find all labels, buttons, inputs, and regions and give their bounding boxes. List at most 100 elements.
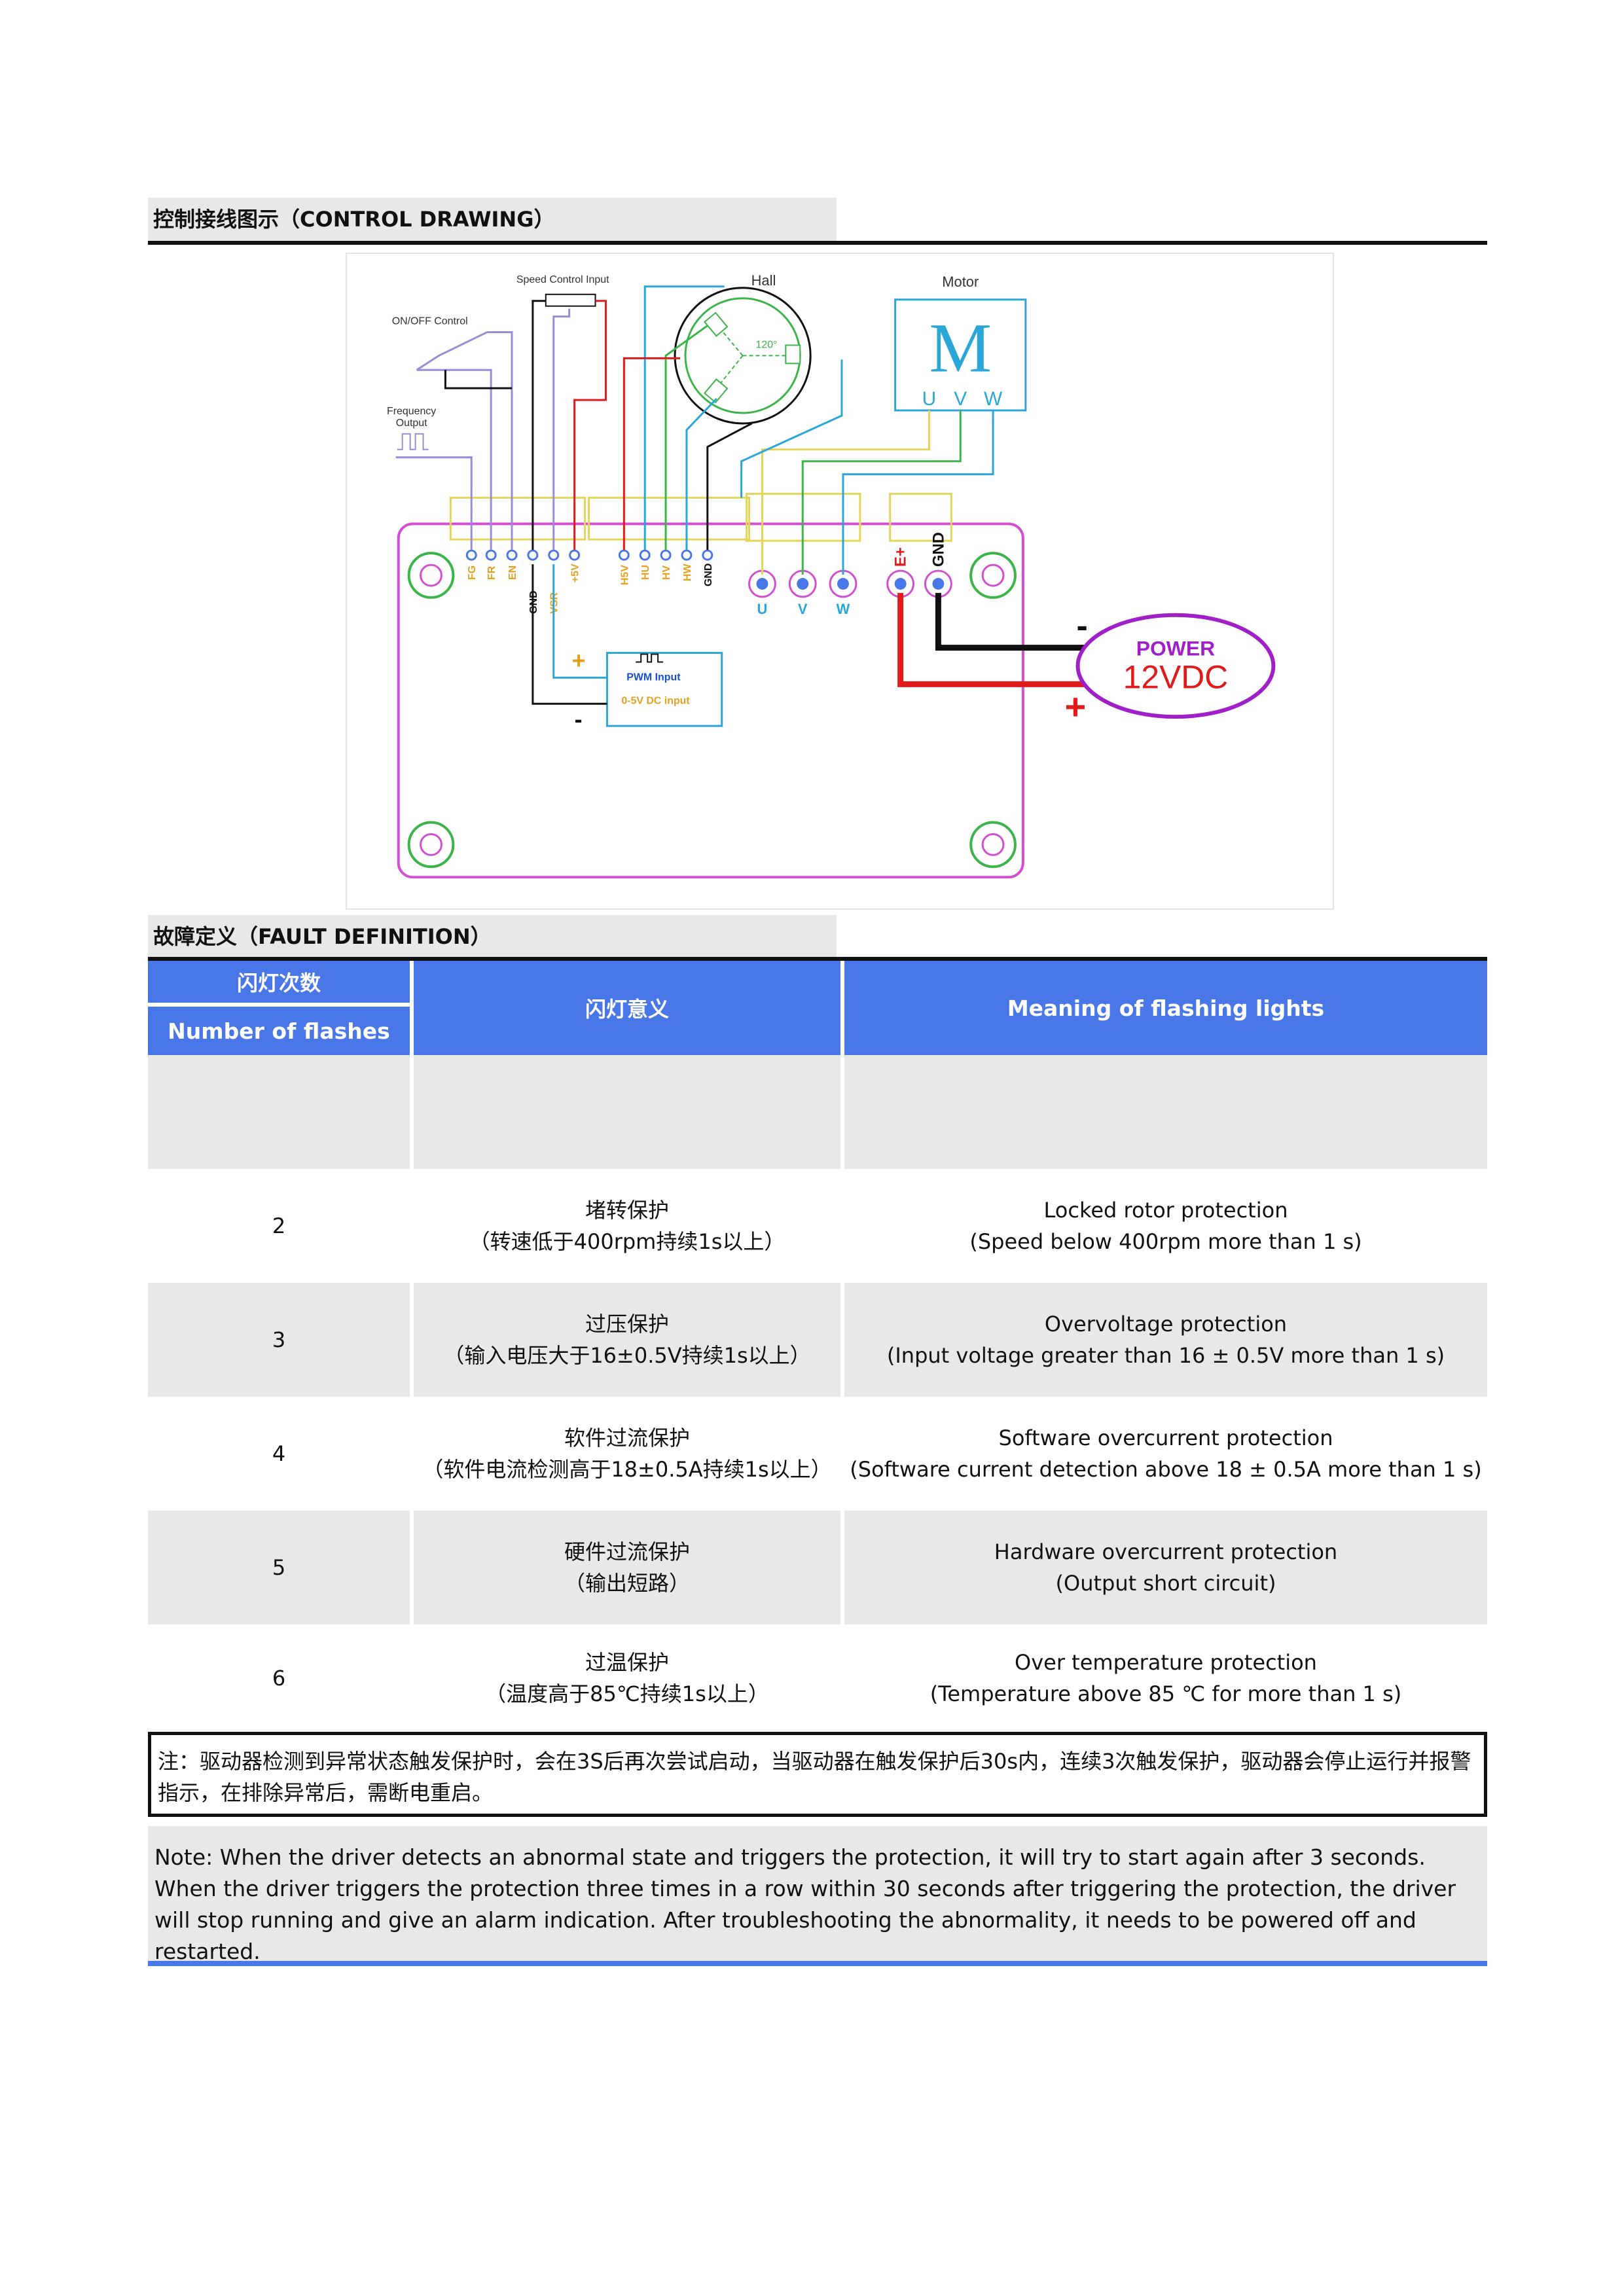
note-cn: 注：驱动器检测到异常状态触发保护时，会在3S后再次尝试启动，当驱动器在触发保护后…: [148, 1732, 1487, 1817]
header-flash-count-cn: 闪灯次数: [148, 961, 410, 1003]
power-negative-wire: [935, 592, 1085, 651]
onoff-wire: [487, 331, 513, 550]
pwm-plus-sign: +: [572, 647, 586, 673]
flash-count: 3: [148, 1283, 410, 1397]
power-minus-sign: -: [1077, 607, 1088, 645]
pin-label-fg: FG: [467, 565, 478, 580]
table-row: 3 过压保护（输入电压大于16±0.5V持续1s以上） Overvoltage …: [148, 1283, 1487, 1397]
power-voltage: 12VDC: [1123, 658, 1229, 695]
onoff-switch: [416, 331, 488, 371]
wiring-diagram: FG FR EN GND VSR +5V H5V HU HV HW GND U …: [346, 253, 1334, 910]
table-row: 4 软件过流保护（软件电流检测高于18±0.5A持续1s以上） Software…: [148, 1397, 1487, 1511]
mounting-hole: [969, 821, 1017, 869]
pwm-wire-signal: [552, 564, 607, 679]
table-cell: [844, 1055, 1487, 1169]
pot-wire-vsr: [552, 308, 571, 550]
note-en: Note: When the driver detects an abnorma…: [148, 1826, 1487, 1965]
pin-label-gnd-hall: GND: [703, 564, 714, 586]
pin-label-hw: HW: [682, 564, 693, 581]
flash-count: 4: [272, 1441, 286, 1466]
fault-meaning-cn: 过压保护（输入电压大于16±0.5V持续1s以上）: [414, 1283, 840, 1397]
fault-meaning-en: Over temperature protection(Temperature …: [929, 1650, 1402, 1706]
control-drawing-title: 控制接线图示（CONTROL DRAWING）: [148, 198, 837, 241]
section-rule: [148, 241, 1487, 245]
frequency-label: Frequency: [387, 406, 436, 417]
fault-meaning-cn: 软件过流保护（软件电流检测高于18±0.5A持续1s以上）: [422, 1426, 832, 1482]
pwm-minus-sign: -: [575, 706, 583, 732]
power-connector: [889, 493, 952, 542]
pwm-input-block: [605, 652, 723, 727]
motor-phase-w: W: [984, 388, 1003, 410]
table-row: [148, 1055, 1487, 1169]
fault-definition-title: 故障定义（FAULT DEFINITION）: [148, 915, 837, 958]
potentiometer: [545, 293, 596, 307]
pwm-input-label: PWM Input: [626, 672, 681, 683]
terminal-label-w: W: [837, 601, 850, 617]
motor-wire-u: [761, 410, 930, 575]
pin-label-en: EN: [507, 565, 518, 580]
pwm-wire-gnd: [532, 564, 607, 705]
speed-control-label: Speed Control Input: [516, 274, 609, 285]
flash-count: 5: [148, 1511, 410, 1624]
hall-wire-hv: [664, 325, 708, 550]
onoff-wire-gnd: [444, 370, 513, 389]
hall-wire: [740, 359, 843, 498]
hall-connector: [588, 497, 751, 541]
power-plus-sign: +: [1065, 687, 1087, 727]
hall-element: [785, 344, 801, 365]
header-flash-meaning-en: Meaning of flashing lights: [844, 961, 1487, 1055]
table-row: 6 过温保护（温度高于85℃持续1s以上） Over temperature p…: [148, 1624, 1487, 1732]
table-row: 2 堵转保护（转速低于400rpm持续1s以上） Locked rotor pr…: [148, 1169, 1487, 1283]
motor-wire-v: [801, 410, 962, 575]
fault-meaning-en: Software overcurrent protection(Software…: [850, 1426, 1482, 1482]
fault-meaning-en: Hardware overcurrent protection(Output s…: [844, 1511, 1487, 1624]
hall-wire-gnd: [706, 422, 753, 550]
frequency-wire: [395, 456, 473, 550]
flash-count: 6: [272, 1666, 286, 1691]
table-cell: [148, 1055, 410, 1169]
table-cell: [414, 1055, 840, 1169]
mounting-hole: [407, 821, 455, 869]
hall-element: [703, 378, 729, 404]
hall-angle-lines: [715, 323, 786, 389]
terminal-label-v: V: [798, 601, 808, 617]
motor-label: Motor: [942, 274, 979, 290]
onoff-wire-return: [416, 368, 492, 550]
hall-label: Hall: [751, 272, 776, 289]
motor-phase-v: V: [954, 388, 967, 410]
terminal-label-e-plus: E+: [892, 547, 910, 567]
fault-meaning-cn: 过温保护（温度高于85℃持续1s以上）: [485, 1650, 769, 1706]
pin-label-hu: HU: [640, 565, 651, 580]
section-rule: [148, 957, 1487, 961]
terminal-label-gnd: GND: [929, 532, 947, 567]
dc-input-label: 0-5V DC input: [621, 695, 690, 706]
fault-meaning-cn: 堵转保护（转速低于400rpm持续1s以上）: [469, 1198, 785, 1254]
hall-wire-hu: [643, 285, 725, 550]
control-connector: [449, 497, 586, 541]
motor-box: [894, 298, 1027, 412]
frequency-wave-icon: [397, 433, 429, 450]
hall-wire-h5v: [623, 357, 680, 550]
power-supply: [1075, 613, 1276, 719]
power-label: POWER: [1136, 637, 1215, 660]
pin-label-5v: +5V: [570, 564, 581, 583]
fault-meaning-en: Overvoltage protection(Input voltage gre…: [844, 1283, 1487, 1397]
motor-phase-u: U: [922, 388, 937, 410]
pin-label-hv: HV: [661, 565, 672, 580]
wiring-diagram-svg: FG FR EN GND VSR +5V H5V HU HV HW GND U …: [387, 272, 1276, 879]
hall-sensor-outer: [674, 287, 812, 425]
pin-label-fr: FR: [486, 565, 497, 580]
flash-count: 2: [272, 1213, 286, 1238]
pwm-wave-icon: [636, 653, 664, 663]
driver-board: [397, 522, 1024, 879]
header-divider: [148, 1003, 410, 1007]
pin-label-h5v: H5V: [619, 565, 630, 585]
motor-symbol: M: [929, 309, 992, 387]
pot-wire-5v: [573, 300, 607, 550]
onoff-control-label: ON/OFF Control: [392, 316, 468, 327]
hall-angle-label: 120°: [756, 339, 778, 350]
power-positive-wire: [897, 592, 1085, 687]
header-flash-count-en: Number of flashes: [148, 1007, 410, 1055]
fault-meaning-en: Locked rotor protection(Speed below 400r…: [969, 1198, 1362, 1254]
hall-element: [703, 312, 729, 337]
